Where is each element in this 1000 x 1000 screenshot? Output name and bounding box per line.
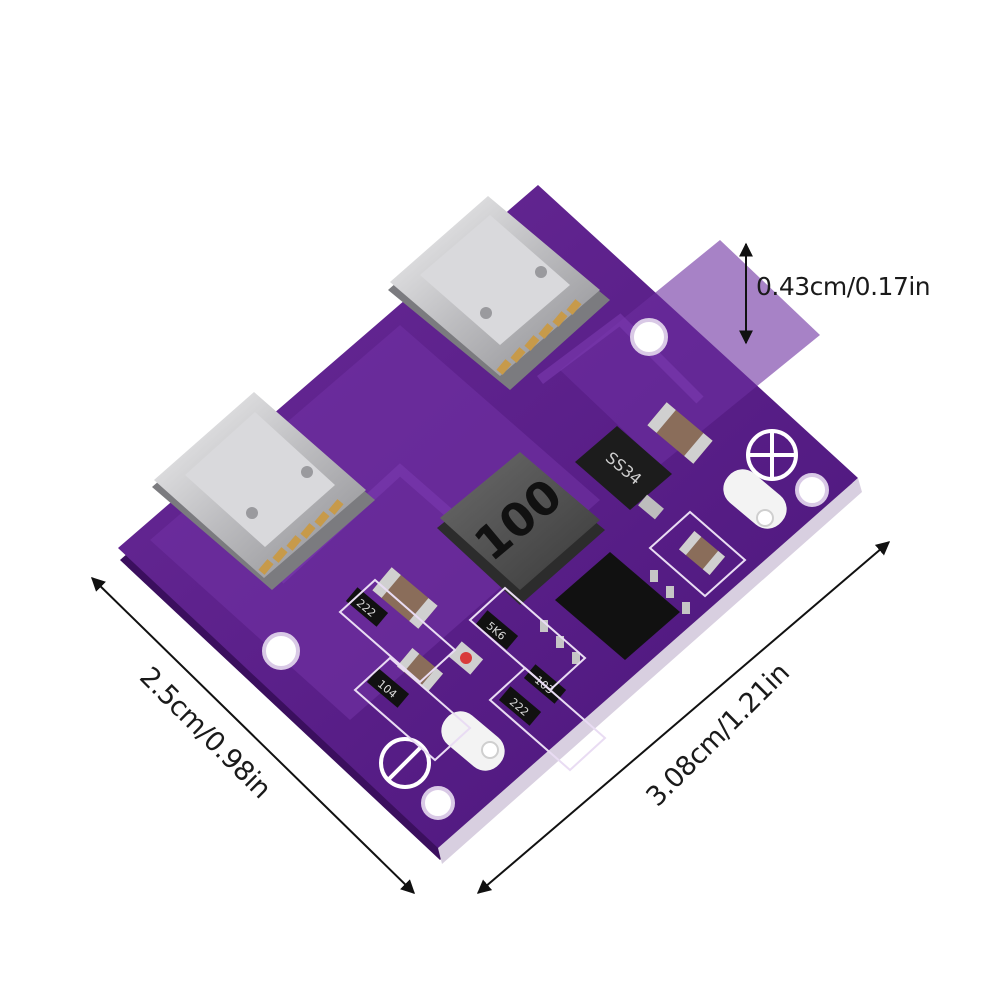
led xyxy=(448,641,484,675)
diode: SS34 xyxy=(575,426,672,520)
height-dimension-label: 0.43cm/0.17in xyxy=(756,272,931,301)
length-arrow xyxy=(476,541,891,894)
usb-c-connector-left xyxy=(152,392,375,590)
usb-c-connector-top xyxy=(388,196,610,390)
dimension-arrows xyxy=(90,242,891,894)
width-arrow xyxy=(90,577,416,894)
plus-symbol-icon xyxy=(746,429,798,481)
